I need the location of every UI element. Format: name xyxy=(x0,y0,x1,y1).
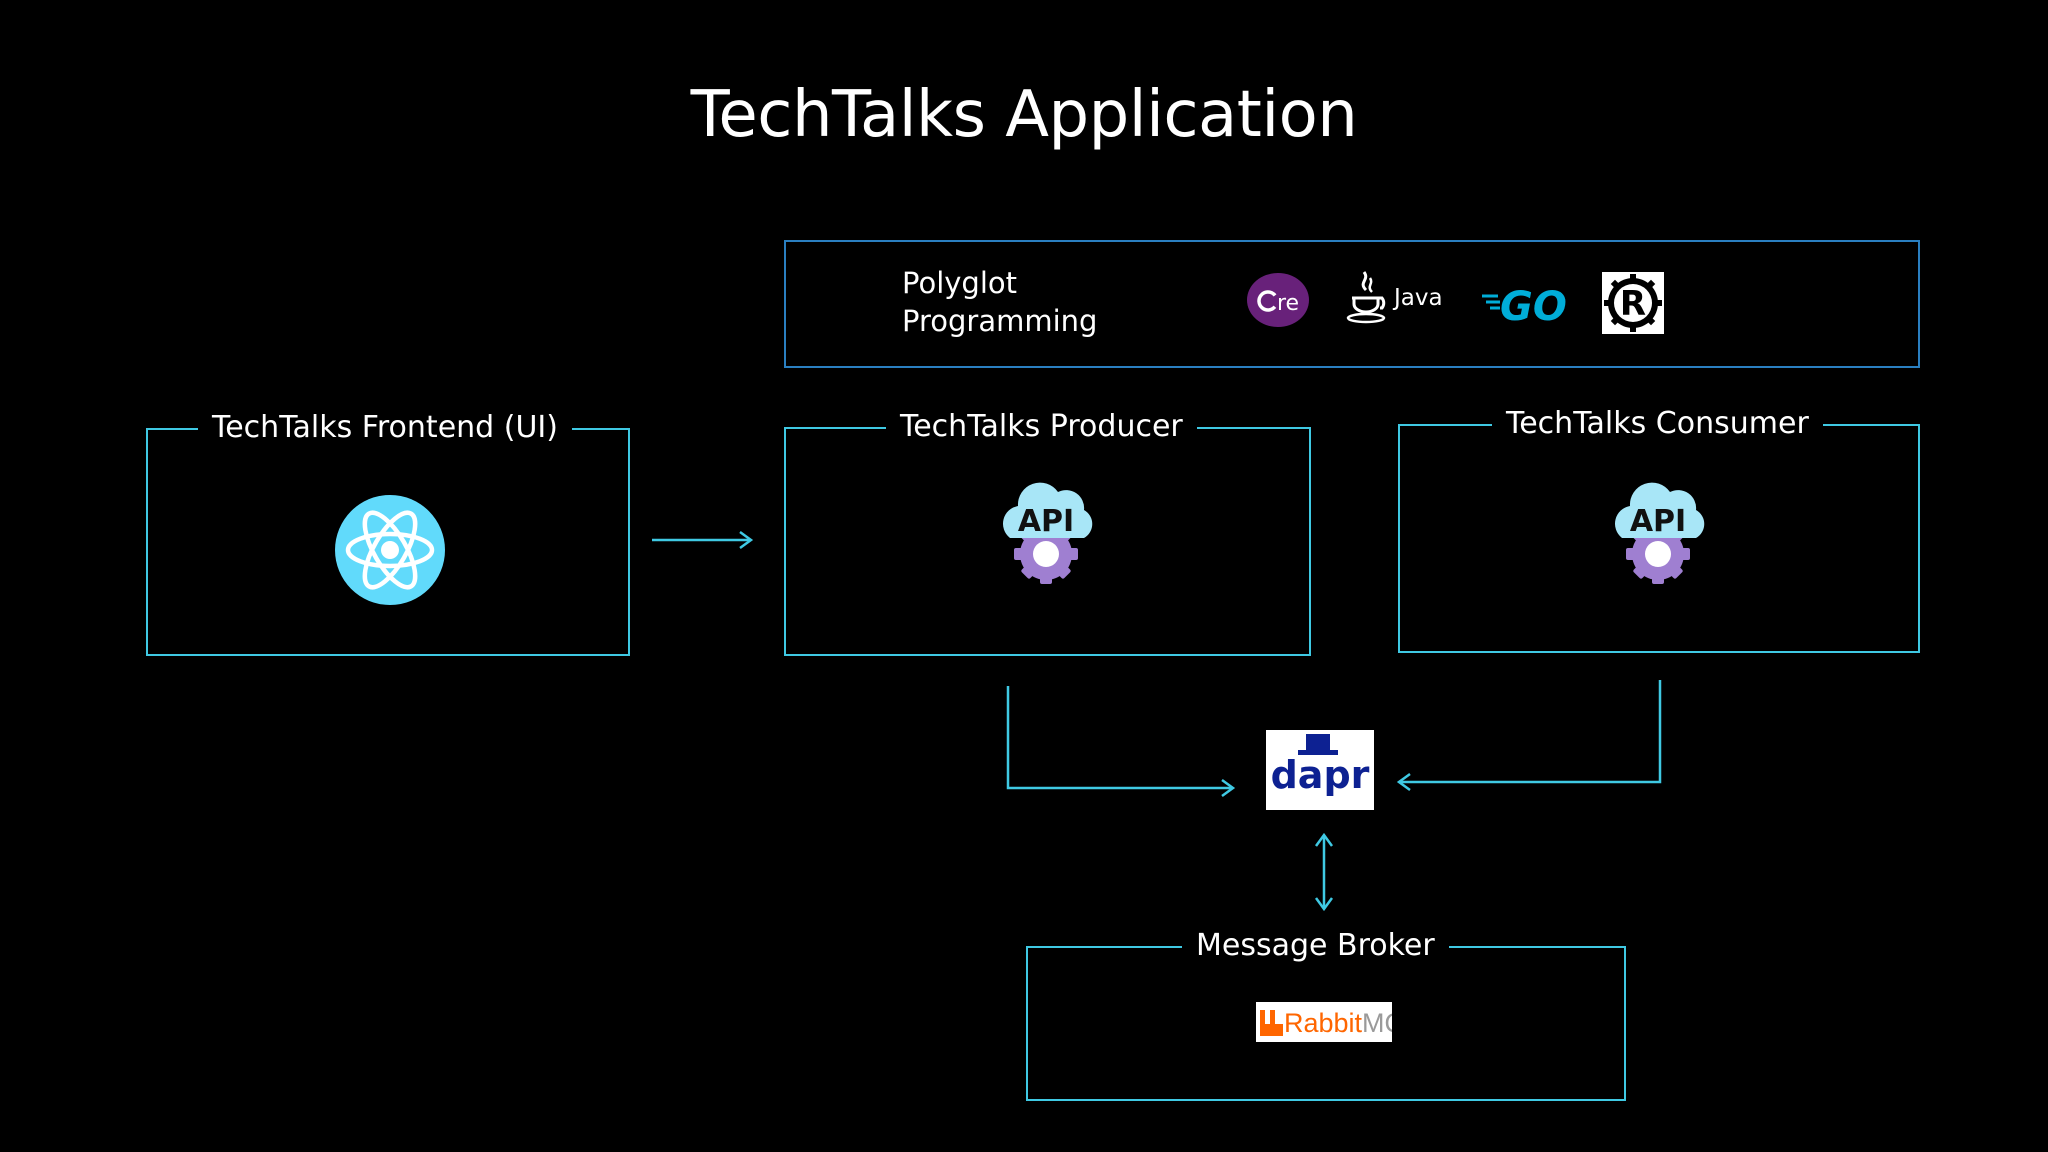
dapr-icon: dapr xyxy=(1266,730,1374,810)
rabbitmq-text-1: Rabbit xyxy=(1284,1008,1363,1038)
react-icon xyxy=(335,495,445,605)
arrow-consumer-to-dapr xyxy=(1400,680,1662,784)
svg-text:RabbitMQ: RabbitMQ xyxy=(1284,1008,1392,1038)
producer-label: TechTalks Producer xyxy=(886,407,1197,447)
dapr-text: dapr xyxy=(1271,753,1370,797)
page-title: TechTalks Application xyxy=(690,78,1358,152)
frontend-label: TechTalks Frontend (UI) xyxy=(198,408,572,448)
go-text: GO xyxy=(1500,284,1567,326)
consumer-label: TechTalks Consumer xyxy=(1492,404,1823,444)
java-icon: Java xyxy=(1346,271,1443,324)
polyglot-label-line1: Polyglot xyxy=(902,266,1017,300)
consumer-api-icon: API xyxy=(1614,482,1705,584)
go-icon: GO xyxy=(1482,284,1567,326)
rabbitmq-text-2: MQ xyxy=(1362,1008,1392,1038)
java-text: Java xyxy=(1392,285,1443,311)
producer-api-icon: API xyxy=(1002,482,1093,584)
producer-api-text: API xyxy=(1018,504,1074,539)
producer-box: TechTalks Producer xyxy=(784,407,1311,656)
dotnet-core-text: re xyxy=(1277,291,1299,316)
rust-text: R xyxy=(1620,284,1646,324)
dotnet-core-icon: re xyxy=(1247,273,1309,327)
consumer-box: TechTalks Consumer xyxy=(1398,404,1920,653)
message-broker-box: Message Broker xyxy=(1026,926,1626,1101)
frontend-box: TechTalks Frontend (UI) xyxy=(146,408,630,656)
polyglot-label: Polyglot Programming xyxy=(902,264,1097,340)
rabbitmq-logo: RabbitMQ xyxy=(1256,1002,1392,1042)
consumer-api-text: API xyxy=(1630,504,1686,539)
rust-icon: R xyxy=(1602,272,1664,334)
polyglot-panel: Polyglot Programming xyxy=(784,240,1920,368)
polyglot-label-line2: Programming xyxy=(902,304,1098,338)
arrow-producer-to-dapr xyxy=(1006,686,1232,790)
message-broker-label: Message Broker xyxy=(1182,926,1449,966)
